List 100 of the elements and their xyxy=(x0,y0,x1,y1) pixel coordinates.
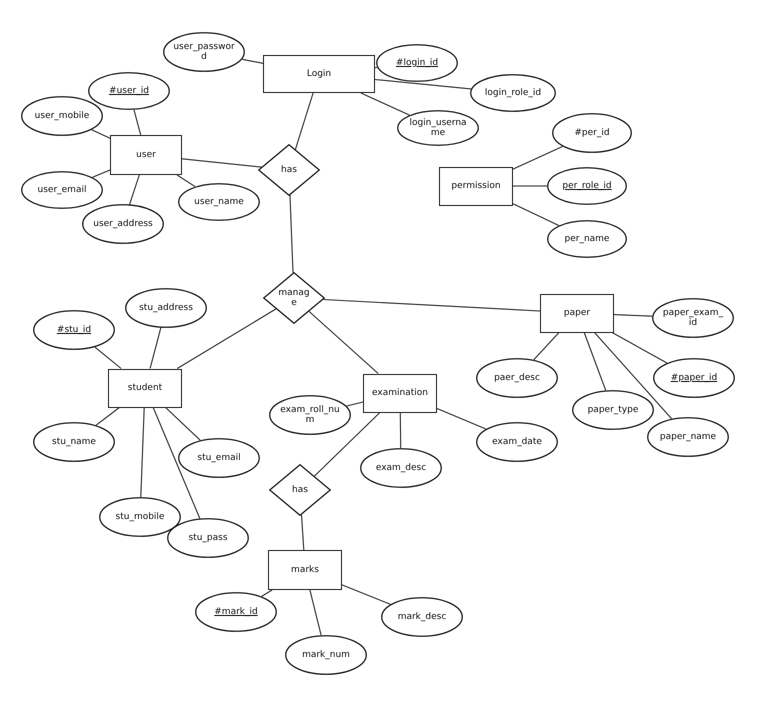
attribute-ellipse xyxy=(572,390,654,430)
connector-line xyxy=(308,311,379,374)
connector-line xyxy=(342,584,391,605)
attribute-name: user_mobile xyxy=(34,110,90,122)
connector-line xyxy=(300,514,304,550)
attribute-ellipse xyxy=(470,74,556,112)
entity-box xyxy=(439,166,513,206)
entity-box xyxy=(268,550,342,590)
connector-line xyxy=(242,58,264,64)
key-attribute-ellipse xyxy=(33,310,115,350)
key-attribute-name: #user_id xyxy=(109,86,149,96)
entity-name: Login xyxy=(306,68,332,80)
attribute-name: exam_roll_num xyxy=(279,404,341,426)
connector-line xyxy=(91,129,110,139)
entity-box xyxy=(108,368,182,408)
attribute-name: exam_date xyxy=(492,436,542,448)
attribute-name: per_name xyxy=(564,234,610,244)
key-attribute-name: #login_id xyxy=(396,58,438,68)
connector-line xyxy=(150,328,162,369)
entity-name: marks xyxy=(291,564,319,576)
connector-line xyxy=(314,412,380,476)
attribute-ellipse xyxy=(21,171,103,209)
attribute-name: mark_num xyxy=(302,650,350,660)
attribute-name: stu_pass xyxy=(188,532,228,544)
entity-name: user xyxy=(136,150,156,160)
attribute-ellipse xyxy=(360,448,442,488)
connector-line xyxy=(614,314,652,317)
connector-line xyxy=(512,146,563,170)
connector-line xyxy=(261,590,272,597)
key-attribute-ellipse xyxy=(547,167,627,205)
relationship-diamond xyxy=(258,144,320,196)
attribute-ellipse xyxy=(552,113,632,153)
key-attribute-name: #mark_id xyxy=(214,606,258,618)
key-attribute-name: per_role_id xyxy=(562,180,612,192)
attribute-name: #per_id xyxy=(574,128,610,138)
connector-line xyxy=(176,174,196,188)
attribute-ellipse xyxy=(99,497,181,537)
relationship-name: has xyxy=(292,484,308,496)
connector-line xyxy=(182,158,262,168)
attribute-name: stu_mobile xyxy=(116,512,164,522)
attribute-ellipse xyxy=(82,204,164,244)
connector-line xyxy=(513,185,547,187)
attribute-ellipse xyxy=(33,422,115,462)
connector-line xyxy=(533,332,560,360)
connector-line xyxy=(584,332,606,390)
attribute-ellipse xyxy=(381,597,463,637)
connector-line xyxy=(346,401,364,407)
attribute-name: user_email xyxy=(38,184,86,196)
attribute-ellipse xyxy=(397,110,479,146)
attribute-ellipse xyxy=(167,518,249,558)
attribute-name: mark_desc xyxy=(398,612,446,622)
relationship-name: manage xyxy=(277,288,311,308)
connector-line xyxy=(96,407,120,426)
relationship-diamond xyxy=(263,272,325,324)
attribute-name: exam_desc xyxy=(376,462,426,474)
connector-line xyxy=(309,590,322,636)
entity-name: paper xyxy=(564,308,590,318)
attribute-ellipse xyxy=(647,417,729,457)
entity-box xyxy=(363,374,437,412)
attribute-ellipse xyxy=(285,635,367,675)
attribute-ellipse xyxy=(178,183,260,221)
attribute-name: paer_desc xyxy=(494,372,540,384)
relationship-diamond xyxy=(269,464,331,516)
attribute-ellipse xyxy=(163,32,245,72)
attribute-name: stu_email xyxy=(197,452,241,464)
connector-line xyxy=(140,407,145,498)
connector-line xyxy=(289,195,294,273)
connector-line xyxy=(436,408,486,430)
attribute-name: stu_address xyxy=(139,302,193,314)
attribute-ellipse xyxy=(269,395,351,435)
attribute-name: user_name xyxy=(194,196,244,208)
entity-box xyxy=(540,294,614,332)
attribute-ellipse xyxy=(547,220,627,258)
connector-line xyxy=(152,407,200,519)
key-attribute-name: #paper_id xyxy=(670,372,718,384)
entity-name: permission xyxy=(451,180,501,192)
connector-line xyxy=(129,174,140,204)
connector-line xyxy=(612,332,668,364)
key-attribute-ellipse xyxy=(653,358,735,398)
attribute-name: user_address xyxy=(93,218,153,230)
attribute-name: login_username xyxy=(408,118,468,138)
key-attribute-ellipse xyxy=(195,592,277,632)
key-attribute-name: #stu_id xyxy=(56,324,92,336)
connector-line xyxy=(400,412,402,448)
connector-line xyxy=(94,346,122,369)
entity-name: student xyxy=(128,382,162,394)
attribute-name: paper_exam_id xyxy=(662,308,724,328)
attribute-name: paper_name xyxy=(660,432,716,442)
connector-line xyxy=(360,92,410,116)
attribute-name: user_password xyxy=(173,42,235,62)
connector-line xyxy=(294,92,314,150)
connector-line xyxy=(133,110,142,136)
relationship-name: has xyxy=(281,164,297,176)
attribute-ellipse xyxy=(652,298,734,338)
connector-line xyxy=(323,298,540,312)
entity-box xyxy=(110,135,182,175)
attribute-name: login_role_id xyxy=(484,88,542,98)
entity-name: examination xyxy=(372,388,428,398)
attribute-ellipse xyxy=(125,288,207,328)
attribute-ellipse xyxy=(476,358,558,398)
